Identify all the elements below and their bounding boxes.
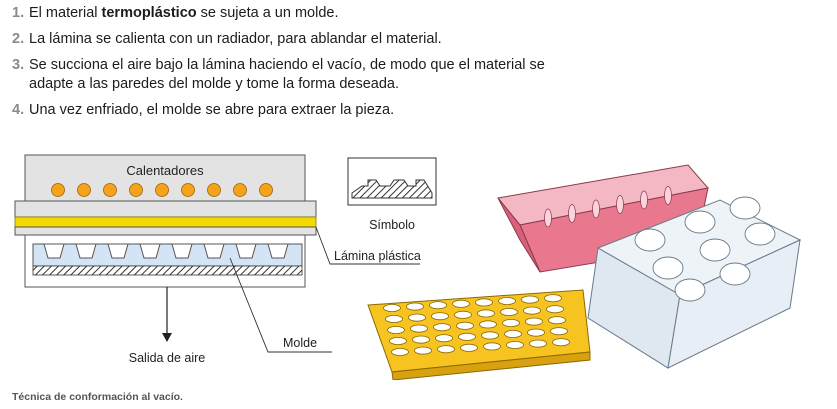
- step-number: 2.: [12, 31, 25, 47]
- clear-tray: [587, 196, 802, 369]
- air-outlet-label: Salida de aire: [129, 351, 205, 365]
- tray-hole: [414, 346, 432, 355]
- tray-hole: [406, 302, 424, 311]
- tray-hole: [529, 339, 547, 348]
- mold: [32, 243, 303, 267]
- heater-icon: [233, 183, 247, 197]
- heater-icon: [77, 183, 91, 197]
- heater-icon: [129, 183, 143, 197]
- slot-shape: [568, 204, 576, 223]
- step-text: Se succiona el aire bajo la lámina hacie…: [29, 57, 545, 92]
- tray-hole: [429, 301, 447, 310]
- bold-term: termoplástico: [101, 5, 197, 21]
- tray-hole: [546, 305, 564, 314]
- mold-label: Molde: [283, 336, 317, 350]
- tray-hole: [475, 298, 493, 307]
- tray-hole: [548, 316, 566, 325]
- slot-shape: [544, 208, 552, 228]
- tray-hole: [435, 334, 453, 343]
- tray-hole: [483, 342, 501, 351]
- step-text: La lámina se calienta con un radiador, p…: [29, 31, 442, 47]
- cup-shape: [699, 238, 731, 262]
- cup-shape: [634, 228, 666, 252]
- tray-hole: [383, 303, 401, 312]
- tray-hole: [456, 321, 474, 330]
- slot-shape: [616, 195, 624, 214]
- steps-list: 1. El material termoplástico se sujeta a…: [12, 4, 612, 127]
- cup-shape: [652, 256, 684, 280]
- sheet-label: Lámina plástica: [334, 249, 421, 263]
- tray-hole: [477, 309, 495, 318]
- slot-shape: [592, 199, 600, 219]
- tray-hole: [410, 324, 428, 333]
- step-4: 4. Una vez enfriado, el molde se abre pa…: [12, 101, 612, 120]
- cup-shape: [674, 278, 706, 302]
- step-3: 3. Se succiona el aire bajo la lámina ha…: [12, 56, 612, 94]
- heater-icon: [51, 183, 65, 197]
- heater-circles: [51, 183, 273, 197]
- tray-hole: [479, 320, 497, 329]
- symbol-label: Símbolo: [369, 218, 415, 232]
- tray-hole: [391, 347, 409, 356]
- cup-shape: [684, 210, 716, 234]
- heater-icon: [155, 183, 169, 197]
- tray-hole: [452, 299, 470, 308]
- machine-diagram: Calentadores Salida de aire Lámina plást…: [14, 154, 421, 365]
- tray-hole: [523, 306, 541, 315]
- tray-hole: [527, 328, 545, 337]
- step-number: 3.: [12, 57, 25, 73]
- yellow-tray: [367, 289, 591, 380]
- tray-hole: [544, 294, 562, 303]
- tray-hole: [552, 338, 570, 347]
- step-1: 1. El material termoplástico se sujeta a…: [12, 4, 612, 23]
- symbol: Símbolo: [347, 157, 437, 232]
- vacuum-forming-figure: Calentadores Salida de aire Lámina plást…: [14, 154, 802, 380]
- trays-illustration: [367, 164, 802, 380]
- cup-shape: [729, 196, 761, 220]
- tray-hole: [481, 331, 499, 340]
- tray-hole: [408, 313, 426, 322]
- step-text: El material termoplástico se sujeta a un…: [29, 5, 339, 21]
- slot-shape: [640, 190, 648, 210]
- cup-shape: [719, 262, 751, 286]
- tray-hole: [433, 323, 451, 332]
- tray-hole: [385, 314, 403, 323]
- cup-shape: [744, 222, 776, 246]
- heater-icon: [103, 183, 117, 197]
- heater-icon: [181, 183, 195, 197]
- heater-icon: [259, 183, 273, 197]
- tray-hole: [521, 295, 539, 304]
- figure-caption: Técnica de conformación al vacío.: [12, 391, 183, 403]
- tray-hole: [504, 329, 522, 338]
- mold-base: [32, 265, 303, 276]
- tray-hole: [454, 310, 472, 319]
- heater-icon: [207, 183, 221, 197]
- step-text: Una vez enfriado, el molde se abre para …: [29, 102, 395, 118]
- tray-hole: [431, 312, 449, 321]
- plastic-sheet: [14, 216, 317, 228]
- air-outlet-arrow: [162, 333, 172, 342]
- tray-hole: [550, 327, 568, 336]
- tray-hole: [412, 335, 430, 344]
- tray-hole: [389, 336, 407, 345]
- slot-shape: [664, 186, 672, 205]
- tray-hole: [525, 317, 543, 326]
- step-number: 1.: [12, 5, 25, 21]
- heaters-label: Calentadores: [126, 163, 204, 178]
- tray-hole: [387, 325, 405, 334]
- tray-hole: [498, 296, 516, 305]
- tray-hole: [500, 307, 518, 316]
- tray-hole: [458, 332, 476, 341]
- step-number: 4.: [12, 102, 25, 118]
- tray-hole: [460, 343, 478, 352]
- step-2: 2. La lámina se calienta con un radiador…: [12, 30, 612, 49]
- tray-hole: [502, 318, 520, 327]
- tray-hole: [437, 345, 455, 354]
- tray-hole: [506, 340, 524, 349]
